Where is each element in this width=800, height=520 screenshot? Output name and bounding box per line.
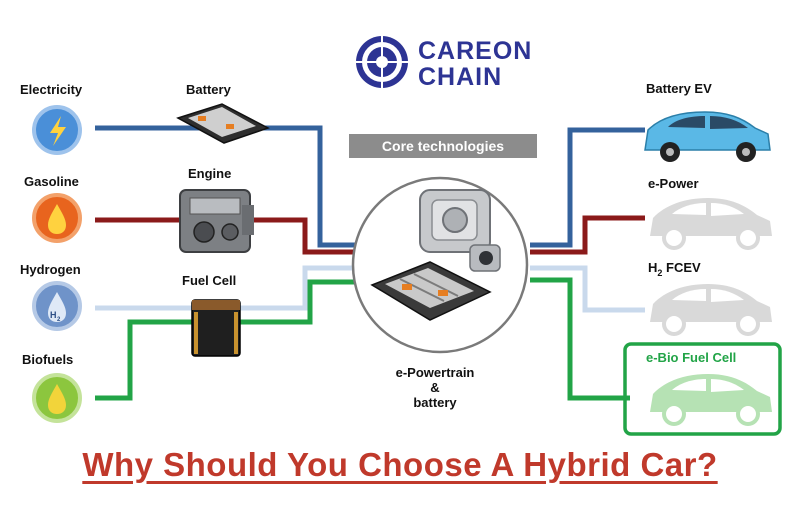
battery-pack-icon: [176, 103, 270, 144]
bio-drop-icon: [48, 384, 66, 414]
output-label-h2-fcev: H2 FCEV: [648, 260, 701, 278]
center-caption-line1: e-Powertrain: [395, 365, 475, 380]
center-caption-line3: battery: [413, 395, 457, 410]
electricity-source: [32, 105, 82, 155]
fcev-car-icon: [650, 284, 772, 336]
component-label-battery: Battery: [186, 82, 232, 97]
fuel-cell-icon: [191, 299, 241, 357]
output-label-e-power: e-Power: [648, 176, 699, 191]
right-connections: [530, 127, 645, 401]
fcev-line: [530, 265, 645, 313]
headline: Why Should You Choose A Hybrid Car?: [82, 446, 718, 483]
logo: CAREON CHAIN: [418, 38, 532, 90]
logo-line1: CAREON: [418, 37, 533, 65]
logo-line2: CHAIN: [418, 63, 503, 91]
lightning-icon: [50, 116, 66, 146]
battery-ev-line: [530, 127, 645, 248]
core-technologies-label: Core technologies: [349, 134, 537, 158]
e-power-line: [530, 215, 645, 255]
gasoline-source: [32, 193, 82, 243]
center-caption-line2: &: [430, 380, 440, 395]
source-label-hydrogen: Hydrogen: [20, 262, 81, 277]
bio-highlight-box: [623, 342, 782, 436]
h2-drop-icon: [48, 292, 66, 322]
careon-chain-emblem: [356, 36, 408, 88]
hydrogen-source: H 2: [32, 281, 82, 331]
fuel-drop-icon: [48, 204, 66, 234]
component-label-fuel-cell: Fuel Cell: [182, 273, 236, 288]
output-label-e-bio-fuel-cell: e-Bio Fuel Cell: [646, 350, 736, 365]
green-car-icon: [650, 374, 772, 426]
blue-car-icon: [644, 111, 771, 162]
center-battery-icon: [370, 261, 492, 321]
engine-icon: [179, 189, 254, 253]
source-label-biofuels: Biofuels: [22, 352, 73, 367]
svg-text:H: H: [50, 310, 57, 320]
center-caption: e-Powertrain & battery: [370, 365, 500, 410]
source-label-electricity: Electricity: [20, 82, 83, 97]
output-label-battery-ev: Battery EV: [646, 81, 712, 96]
svg-text:2: 2: [57, 317, 61, 323]
e-power-car-icon: [650, 198, 772, 250]
source-label-gasoline: Gasoline: [24, 174, 79, 189]
bio-fuel-cell-line: [530, 277, 630, 401]
motor-icon: [419, 189, 501, 272]
component-label-engine: Engine: [188, 166, 231, 181]
biofuel-source: [32, 373, 82, 423]
